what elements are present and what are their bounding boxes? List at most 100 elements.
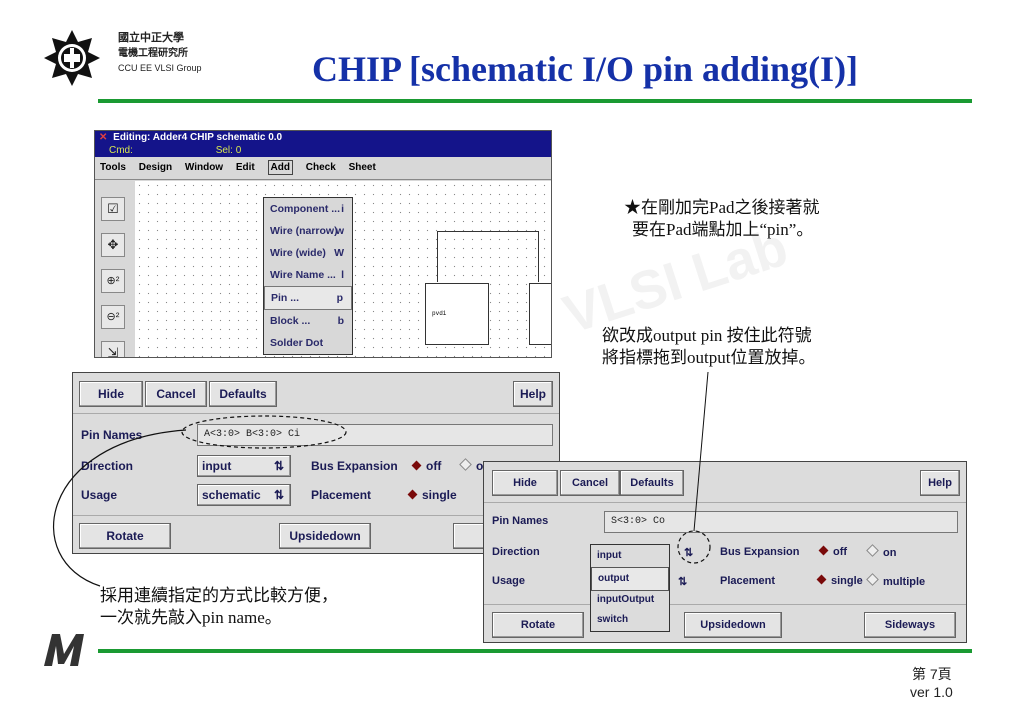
direction-value: input — [202, 459, 232, 473]
defaults-button[interactable]: Defaults — [620, 470, 684, 496]
cycle-arrows-icon[interactable]: ⇅ — [684, 547, 694, 559]
checkmark-tool-icon[interactable]: ☑ — [101, 197, 125, 221]
divider — [484, 502, 966, 503]
menu-window[interactable]: Window — [184, 162, 224, 173]
rotate-button[interactable]: Rotate — [79, 523, 171, 549]
university-emblem — [42, 28, 102, 90]
menu-item-component[interactable]: Component ...i — [270, 203, 344, 215]
help-button[interactable]: Help — [920, 470, 960, 496]
cancel-button[interactable]: Cancel — [145, 381, 207, 407]
logo-line-1: 國立中正大學 — [118, 32, 184, 44]
menu-item-wire-name[interactable]: Wire Name ...l — [270, 269, 344, 281]
cycle-arrows-icon: ⇅ — [273, 488, 284, 502]
upsidedown-button[interactable]: Upsidedown — [279, 523, 371, 549]
direction-toggle-highlight-circle — [677, 530, 711, 564]
editor-status-bar: Cmd: Sel: 0 — [95, 145, 551, 157]
menu-design[interactable]: Design — [138, 162, 173, 173]
option-output[interactable]: output — [591, 567, 669, 591]
note-output-line2: 將指標拖到output位置放掉。 — [602, 348, 816, 367]
menu-item-wire-wide[interactable]: Wire (wide)W — [270, 247, 344, 259]
cycle-arrows-icon[interactable]: ⇅ — [678, 576, 688, 588]
bus-on-radio[interactable]: o — [459, 458, 483, 473]
close-icon[interactable]: ✕ — [99, 132, 108, 143]
divider — [73, 515, 559, 516]
pad-block-2 — [529, 283, 551, 345]
pin-names-input[interactable]: S<3:0> Co — [604, 511, 958, 533]
placement-single-radio[interactable]: single — [816, 574, 863, 587]
direction-popup-menu: input output inputOutput switch — [590, 544, 670, 632]
pin-names-highlight-ellipse — [181, 415, 347, 449]
note-output-line1: 欲改成output pin 按住此符號 — [602, 326, 812, 345]
bus-expansion-label: Bus Expansion — [720, 546, 800, 558]
pad-label: pvdi — [432, 310, 447, 317]
option-input[interactable]: input — [597, 550, 622, 561]
editor-toolbar: ☑ ✥ ⊕² ⊖² ⇲ — [95, 181, 135, 357]
cancel-button[interactable]: Cancel — [560, 470, 620, 496]
option-switch[interactable]: switch — [597, 614, 629, 625]
direction-label: Direction — [492, 546, 540, 558]
menu-edit[interactable]: Edit — [235, 162, 255, 173]
logo-line-2: 電機工程研究所 — [118, 48, 188, 59]
menu-add[interactable]: Add — [267, 160, 293, 175]
sel-label: Sel: 0 — [215, 145, 242, 156]
bus-on-radio[interactable]: on — [866, 544, 896, 559]
menu-item-pin[interactable]: Pin ...p — [264, 286, 352, 310]
pad-block: pvdi — [425, 283, 489, 345]
placement-label: Placement — [720, 575, 776, 587]
editor-title: Editing: Adder4 CHIP schematic 0.0 — [113, 132, 283, 143]
menu-check[interactable]: Check — [305, 162, 336, 173]
zoom-in-icon[interactable]: ⊕² — [101, 269, 125, 293]
usage-label: Usage — [81, 488, 118, 502]
schematic-editor-window: ✕ Editing: Adder4 CHIP schematic 0.0 Cmd… — [94, 130, 552, 358]
callout-line — [693, 371, 709, 532]
menu-item-wire-narrow[interactable]: Wire (narrow)w — [270, 225, 344, 237]
direction-select[interactable]: input ⇅ — [197, 455, 291, 477]
pin-dialog-input: Hide Cancel Defaults Help Pin Names A<3:… — [72, 372, 560, 554]
note-after-pad-line1: ★在剛加完Pad之後接著就 — [624, 198, 820, 217]
pin-names-input[interactable]: A<3:0> B<3:0> Ci — [197, 424, 553, 446]
option-inputoutput[interactable]: inputOutput — [597, 594, 655, 605]
hide-button[interactable]: Hide — [492, 470, 558, 496]
usage-label: Usage — [492, 575, 526, 587]
defaults-button[interactable]: Defaults — [209, 381, 277, 407]
menu-item-solder-dot[interactable]: Solder Dot — [270, 337, 324, 349]
page-number: 第 7頁 — [912, 666, 952, 682]
editor-titlebar: ✕ Editing: Adder4 CHIP schematic 0.0 — [95, 131, 551, 145]
note-after-pad-line2: 要在Pad端點加上“pin”。 — [632, 220, 814, 239]
bus-off-radio[interactable]: off — [818, 545, 847, 558]
hide-button[interactable]: Hide — [79, 381, 143, 407]
cycle-arrows-icon: ⇅ — [273, 459, 284, 473]
stretch-tool-icon[interactable]: ⇲ — [101, 341, 125, 357]
placement-multiple-radio[interactable]: multiple — [866, 573, 925, 588]
usage-value: schematic — [202, 488, 261, 502]
sideways-button[interactable]: Sideways — [864, 612, 956, 638]
callout-curve — [52, 429, 187, 587]
note-continuous-line1: 採用連續指定的方式比較方便， — [100, 586, 338, 605]
divider — [73, 413, 559, 414]
pin-dialog-output: Hide Cancel Defaults Help Pin Names S<3:… — [483, 461, 967, 643]
menu-tools[interactable]: Tools — [100, 162, 126, 173]
logo-line-3: CCU EE VLSI Group — [118, 63, 202, 73]
menu-item-block[interactable]: Block ...b — [270, 315, 344, 327]
header-rule — [98, 99, 972, 103]
page-title: CHIP [schematic I/O pin adding(I)] — [312, 49, 859, 89]
divider — [484, 604, 966, 605]
vlsi-logo — [42, 628, 102, 668]
move-tool-icon[interactable]: ✥ — [101, 233, 125, 257]
zoom-out-icon[interactable]: ⊖² — [101, 305, 125, 329]
pin-names-label: Pin Names — [492, 515, 549, 527]
pin-names-label: Pin Names — [81, 428, 143, 442]
note-continuous-line2: 一次就先敲入pin name。 — [100, 608, 282, 627]
direction-label: Direction — [81, 459, 134, 473]
add-menu-dropdown: Component ...i Wire (narrow)w Wire (wide… — [263, 197, 353, 355]
footer-rule — [98, 649, 972, 653]
rotate-button[interactable]: Rotate — [492, 612, 584, 638]
bus-off-radio[interactable]: off — [411, 459, 441, 473]
help-button[interactable]: Help — [513, 381, 553, 407]
usage-select[interactable]: schematic ⇅ — [197, 484, 291, 506]
schematic-wire-box — [437, 231, 539, 282]
placement-single-radio[interactable]: single — [407, 488, 457, 502]
menu-sheet[interactable]: Sheet — [348, 162, 376, 173]
upsidedown-button[interactable]: Upsidedown — [684, 612, 782, 638]
